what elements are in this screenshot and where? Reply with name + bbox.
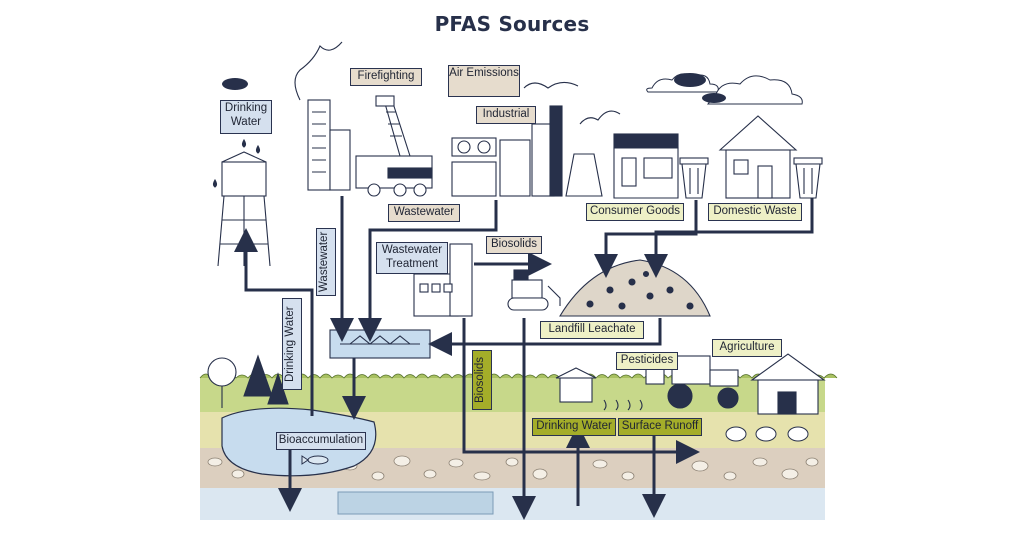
burning-buildings-icon — [294, 41, 351, 191]
label-bioaccumulation: Bioaccumulation — [276, 432, 366, 450]
label-surface-runoff: Surface Runoff — [618, 418, 702, 436]
label-wastewater-horizontal: Wastewater — [388, 204, 460, 222]
label-consumer-goods: Consumer Goods — [586, 203, 684, 221]
shop-icon — [613, 133, 679, 199]
arrow-industrial-wastewater — [358, 200, 498, 342]
water-tower-icon — [212, 138, 271, 267]
fire-truck-icon — [355, 95, 433, 197]
label-domestic-waste: Domestic Waste — [708, 203, 802, 221]
label-biosolids-vertical: Biosolids — [472, 350, 492, 410]
groundwater — [200, 488, 825, 520]
label-pesticides: Pesticides — [616, 352, 678, 370]
label-agriculture: Agriculture — [712, 339, 782, 357]
arrow-leachate — [428, 318, 662, 356]
label-biosolids-horizontal: Biosolids — [486, 236, 542, 254]
bulldozer-icon — [507, 269, 561, 311]
label-drinking-water-top: Drinking Water — [220, 100, 272, 134]
arrow-to-drinking-water — [234, 228, 314, 416]
aquifer-box — [337, 491, 494, 515]
house-icon — [718, 115, 798, 199]
treatment-basin — [329, 329, 431, 359]
label-air-emissions: Air Emissions — [448, 65, 520, 97]
arrow-consumer-landfill — [594, 200, 698, 278]
fish-icon — [301, 455, 329, 465]
landfill-pile — [559, 259, 711, 317]
trash-bin-icon — [679, 157, 709, 199]
arrow-domestic-landfill — [644, 198, 814, 278]
label-wastewater-vertical: Wastewater — [316, 228, 336, 296]
page-title: PFAS Sources — [434, 12, 590, 36]
label-drinking-water-ground: Drinking Water — [532, 418, 616, 436]
label-landfill-leachate: Landfill Leachate — [540, 321, 644, 339]
factory-icon — [451, 81, 621, 197]
trees — [207, 354, 289, 408]
cattle-icons — [725, 426, 809, 442]
label-wastewater-treatment: Wastewater Treatment — [376, 242, 448, 274]
arrow-biosolids-down — [462, 318, 700, 464]
clouds — [222, 73, 803, 105]
label-industrial: Industrial — [476, 106, 536, 124]
label-firefighting: Firefighting — [350, 68, 422, 86]
label-drinking-water-vertical: Drinking Water — [282, 298, 302, 390]
barn-icon — [750, 353, 826, 415]
trash-bin-icon-2 — [793, 157, 823, 199]
flow-arrows — [234, 196, 814, 520]
cloud-dark — [674, 73, 706, 87]
treatment-plant-icon — [413, 243, 473, 317]
greenhouse-icon — [555, 367, 597, 403]
cloud-left — [222, 78, 248, 90]
